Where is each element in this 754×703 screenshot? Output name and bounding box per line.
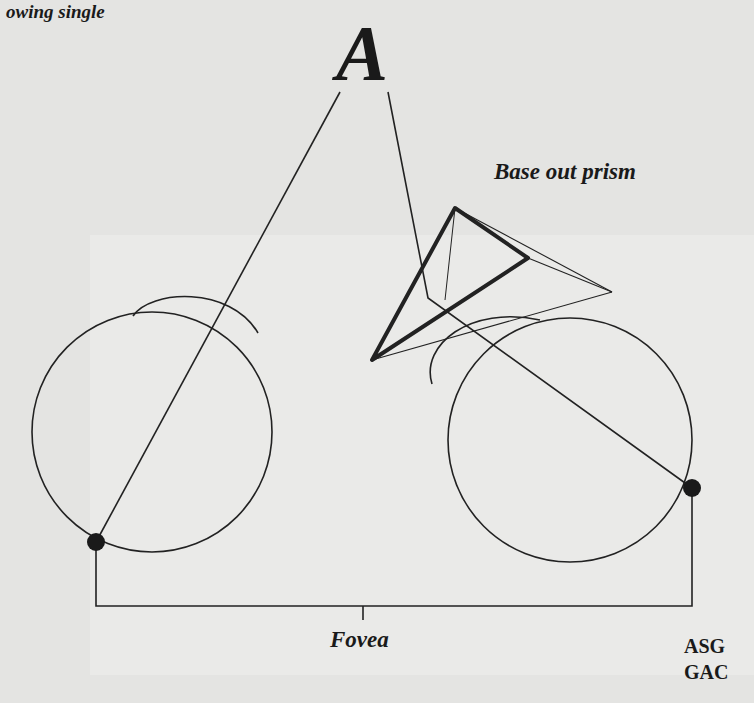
- left-fovea-dot: [87, 533, 105, 551]
- target-letter: A: [336, 14, 388, 92]
- right-fovea-dot: [683, 479, 701, 497]
- right-cornea: [430, 317, 540, 384]
- prism-front-face: [372, 208, 528, 360]
- left-visual-axis: [96, 92, 340, 542]
- page-mark: GAC: [684, 662, 728, 682]
- prism-edge: [455, 208, 612, 292]
- page-mark: ASG: [684, 636, 725, 656]
- left-eyeball: [32, 312, 272, 552]
- right-visual-axis: [388, 92, 692, 488]
- running-head: owing single: [6, 2, 105, 21]
- prism-label: Base out prism: [494, 160, 636, 183]
- right-eyeball: [448, 318, 692, 562]
- fovea-bracket-tick: [362, 606, 364, 620]
- fovea-bracket: [96, 488, 692, 606]
- prism-edge: [372, 292, 612, 360]
- prism-edge: [528, 258, 612, 292]
- page-shade: [90, 235, 754, 675]
- left-cornea: [133, 297, 258, 333]
- fovea-label: Fovea: [330, 628, 389, 651]
